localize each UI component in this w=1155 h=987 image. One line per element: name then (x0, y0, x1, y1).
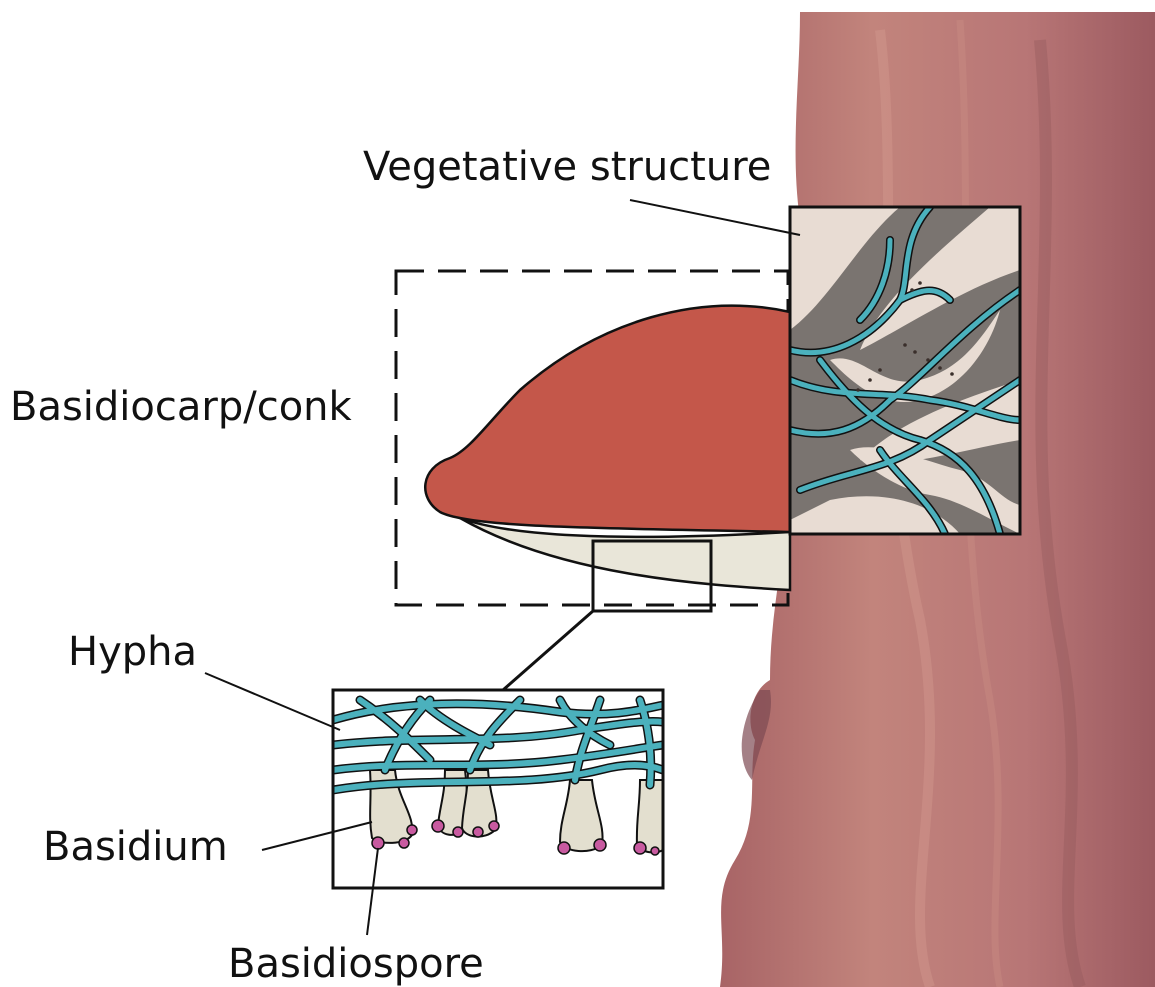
label-hypha: Hypha (68, 629, 197, 675)
zoom-connector-line (503, 611, 593, 690)
label-vegetative-structure: Vegetative structure (363, 144, 771, 190)
label-basidiospore: Basidiospore (228, 941, 484, 987)
label-basidiocarp: Basidiocarp/conk (10, 384, 353, 430)
conk-shape (425, 306, 790, 590)
hypha-leader (205, 673, 340, 730)
label-basidium: Basidium (43, 824, 228, 870)
vegetative-leader (630, 200, 800, 235)
vegetative-inset (790, 207, 1020, 534)
hymenium-inset (333, 690, 663, 888)
